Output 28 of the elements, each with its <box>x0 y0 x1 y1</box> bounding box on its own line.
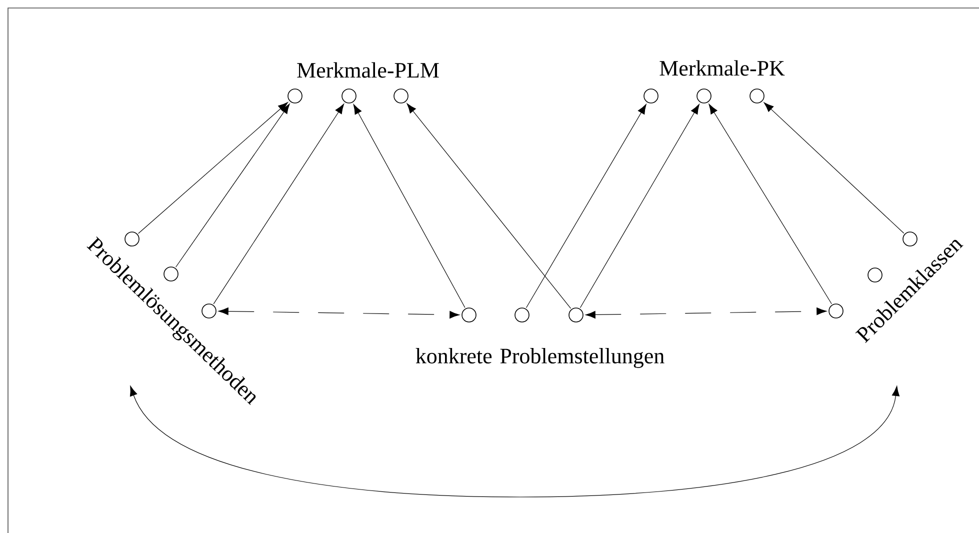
circle-node <box>342 88 356 104</box>
circle-node <box>462 308 476 322</box>
circle-node <box>750 88 764 104</box>
arrow <box>176 104 290 268</box>
circle-node <box>394 88 408 104</box>
curved-arrow <box>130 386 900 498</box>
circle-node <box>868 268 882 282</box>
circle-node <box>202 304 216 318</box>
dashed-arrow <box>218 308 460 318</box>
arrow <box>708 104 832 304</box>
circle-node <box>288 88 302 104</box>
text-label: konkrete Problemstellungen <box>416 348 664 368</box>
arrow <box>213 104 344 304</box>
circle-node <box>568 308 584 322</box>
arrow <box>353 104 466 308</box>
circle-node <box>644 88 658 104</box>
arrow <box>138 102 288 234</box>
group-heading: Merkmale-PLM <box>297 62 439 78</box>
arrow <box>406 103 572 309</box>
circle-node <box>696 88 712 104</box>
arrow <box>580 104 700 308</box>
arrow <box>526 104 646 308</box>
circle-node <box>164 266 178 282</box>
dashed-arrow <box>585 308 827 318</box>
circle-node <box>828 304 844 318</box>
group-heading: Merkmale-PK <box>660 60 785 76</box>
circle-node <box>514 308 530 322</box>
arrow <box>764 102 904 234</box>
